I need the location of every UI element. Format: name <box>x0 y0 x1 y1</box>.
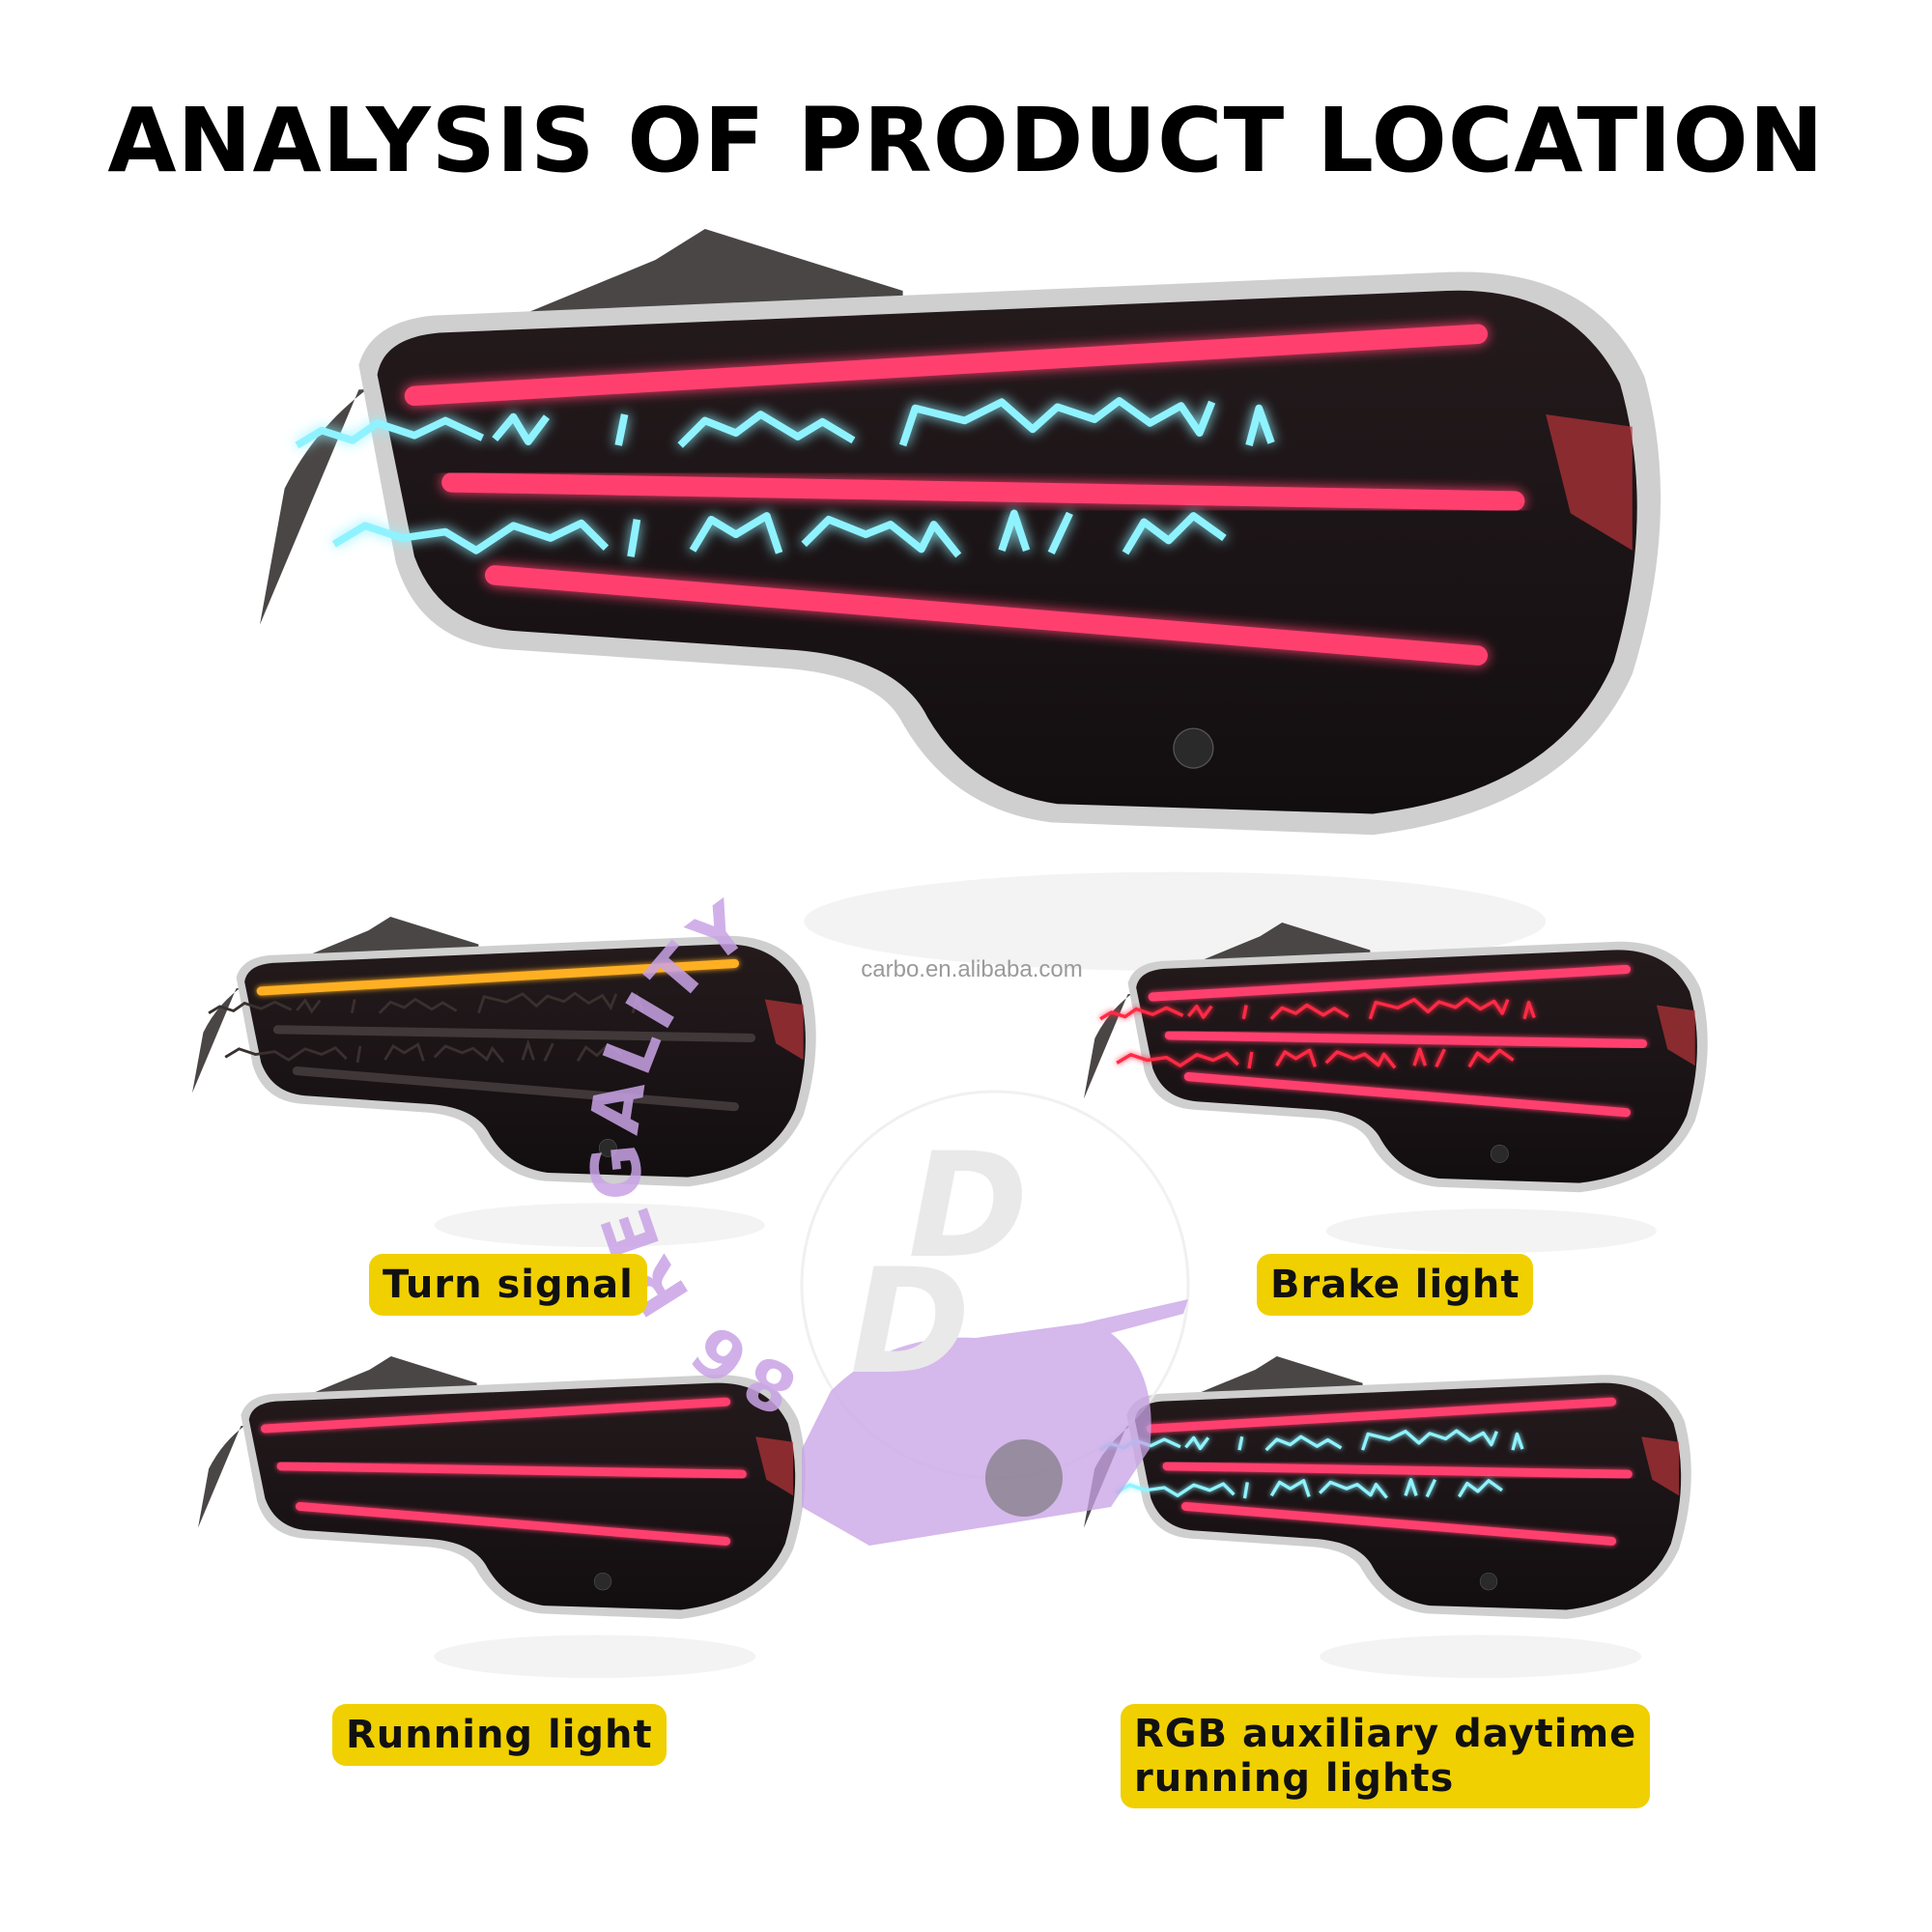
light-bar <box>1148 964 1632 1002</box>
light-bar <box>276 1462 747 1479</box>
light-bar <box>484 565 1489 666</box>
lamp-reflection <box>1320 1634 1642 1678</box>
side-reflector <box>1546 414 1633 551</box>
pattern-light-line <box>1115 1477 1503 1499</box>
pattern-light-line <box>295 397 1275 449</box>
tail-lamp-running-light <box>198 1356 806 1678</box>
lamp-lens <box>1134 1382 1682 1610</box>
side-reflector <box>1656 1005 1695 1066</box>
side-reflector <box>764 999 804 1061</box>
lamp-lens <box>1136 950 1697 1183</box>
lamp-reflection <box>1325 1208 1657 1253</box>
pattern-light-line <box>224 1038 623 1064</box>
light-bar <box>296 1501 731 1546</box>
side-reflector <box>1641 1436 1680 1496</box>
light-bar <box>1146 1397 1617 1434</box>
svg-text:D: D <box>908 1122 1029 1291</box>
side-reflector <box>755 1436 794 1496</box>
lamp-reflection <box>434 1203 765 1247</box>
light-bar <box>1183 1072 1632 1118</box>
light-bar <box>441 472 1525 511</box>
tail-lamp-brake-light <box>1084 923 1708 1253</box>
label-turn-signal: Turn signal <box>369 1254 647 1316</box>
light-bar <box>1162 1462 1633 1479</box>
tail-lamps <box>192 229 1708 1678</box>
mounting-bolt <box>593 1572 612 1591</box>
light-bar <box>404 324 1489 407</box>
mounting-bolt <box>1479 1572 1498 1591</box>
light-bar <box>1181 1501 1617 1546</box>
pattern-light-line <box>208 991 644 1014</box>
label-rgb-line-2: running lights <box>1134 1756 1455 1801</box>
tail-lamp-rgb <box>1084 1356 1691 1678</box>
pattern-light-line <box>331 509 1227 558</box>
mounting-bolt <box>1173 727 1214 769</box>
light-bar <box>292 1066 740 1112</box>
label-rgb-line-1: RGB auxiliary daytime <box>1134 1712 1637 1756</box>
pattern-light-line <box>1116 1047 1515 1069</box>
lamp-lens <box>377 290 1637 814</box>
light-bar <box>260 1397 731 1434</box>
lamp-lens <box>248 1382 796 1610</box>
pattern-light-line <box>1099 997 1536 1021</box>
label-rgb-daytime-running-lights: RGB auxiliary daytime running lights <box>1121 1704 1651 1808</box>
watermark-car-icon <box>802 1299 1188 1546</box>
tail-lamp-turn-signal <box>192 917 816 1247</box>
svg-text:D: D <box>850 1238 971 1406</box>
lamp-lens <box>244 944 806 1178</box>
mounting-bolt <box>1490 1144 1509 1163</box>
light-bar <box>272 1025 756 1042</box>
lamp-reflection <box>434 1634 756 1678</box>
page-title: ANALYSIS OF PRODUCT LOCATION <box>107 89 1825 192</box>
watermark-site-text: carbo.en.alibaba.com <box>861 956 1083 982</box>
mounting-bolt <box>598 1138 617 1157</box>
light-bar <box>256 958 740 996</box>
main-tail-lamp <box>260 229 1662 971</box>
label-brake-light: Brake light <box>1257 1254 1534 1316</box>
light-bar <box>1164 1031 1648 1048</box>
lamp-reflection <box>804 871 1547 971</box>
label-running-light: Running light <box>332 1704 667 1766</box>
